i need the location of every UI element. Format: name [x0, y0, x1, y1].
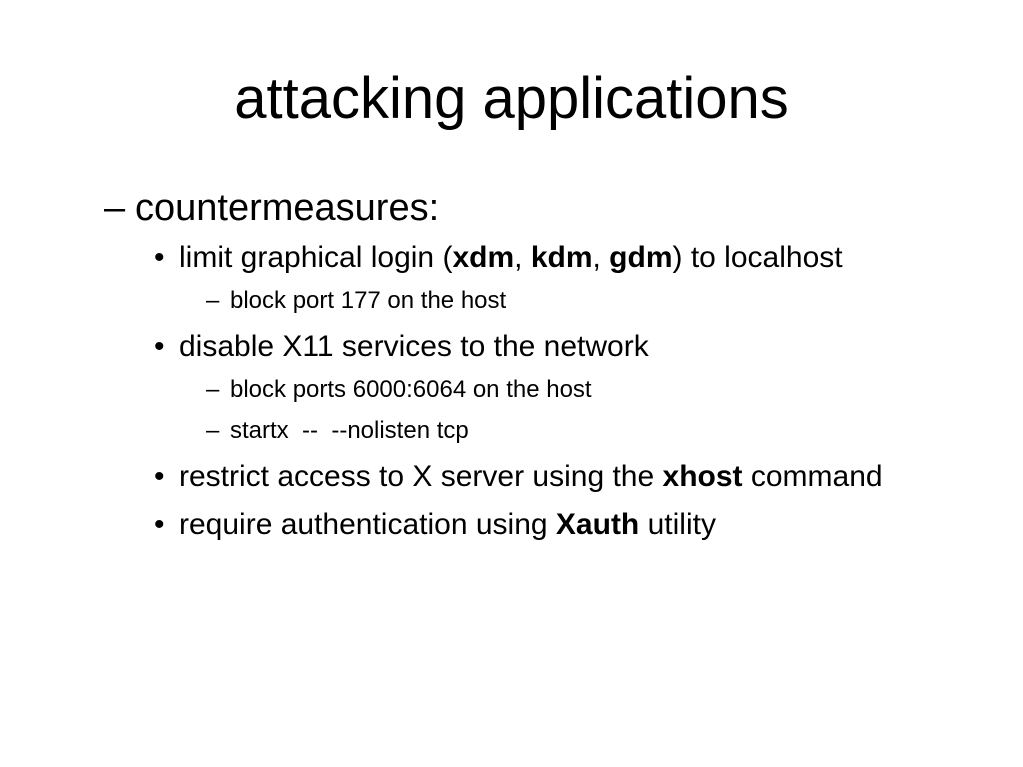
- sub-startx-nolisten: startx -- --nolisten tcp: [230, 417, 469, 444]
- bullet-disable-x11: disable X11 services to the network: [179, 330, 649, 363]
- slide-title: attacking applications: [234, 66, 789, 131]
- gdm-term: gdm: [609, 241, 673, 274]
- sub-block-port-177: block port 177 on the host: [230, 287, 507, 314]
- bullet-require-authentication: require authentication using Xauth utili…: [179, 508, 716, 541]
- heading-dash-marker: –: [104, 187, 126, 229]
- bullet-marker: •: [154, 241, 165, 274]
- bullet-restrict-access-xhost: restrict access to X server using the xh…: [179, 460, 883, 493]
- sub-dash-marker: –: [206, 417, 220, 444]
- bullet-limit-graphical-login: limit graphical login (xdm, kdm, gdm) to…: [179, 241, 843, 274]
- xhost-term: xhost: [662, 460, 743, 493]
- bullet-marker: •: [154, 508, 165, 541]
- sub-dash-marker: –: [206, 376, 220, 403]
- heading-countermeasures: countermeasures:: [135, 187, 440, 229]
- kdm-term: kdm: [530, 241, 593, 274]
- bullet-marker: •: [154, 330, 165, 363]
- sub-dash-marker: –: [206, 287, 220, 314]
- xdm-term: xdm: [452, 241, 515, 274]
- sub-block-ports-6000-6064: block ports 6000:6064 on the host: [230, 376, 592, 403]
- xauth-term: Xauth: [555, 508, 640, 541]
- bullet-marker: •: [154, 460, 165, 493]
